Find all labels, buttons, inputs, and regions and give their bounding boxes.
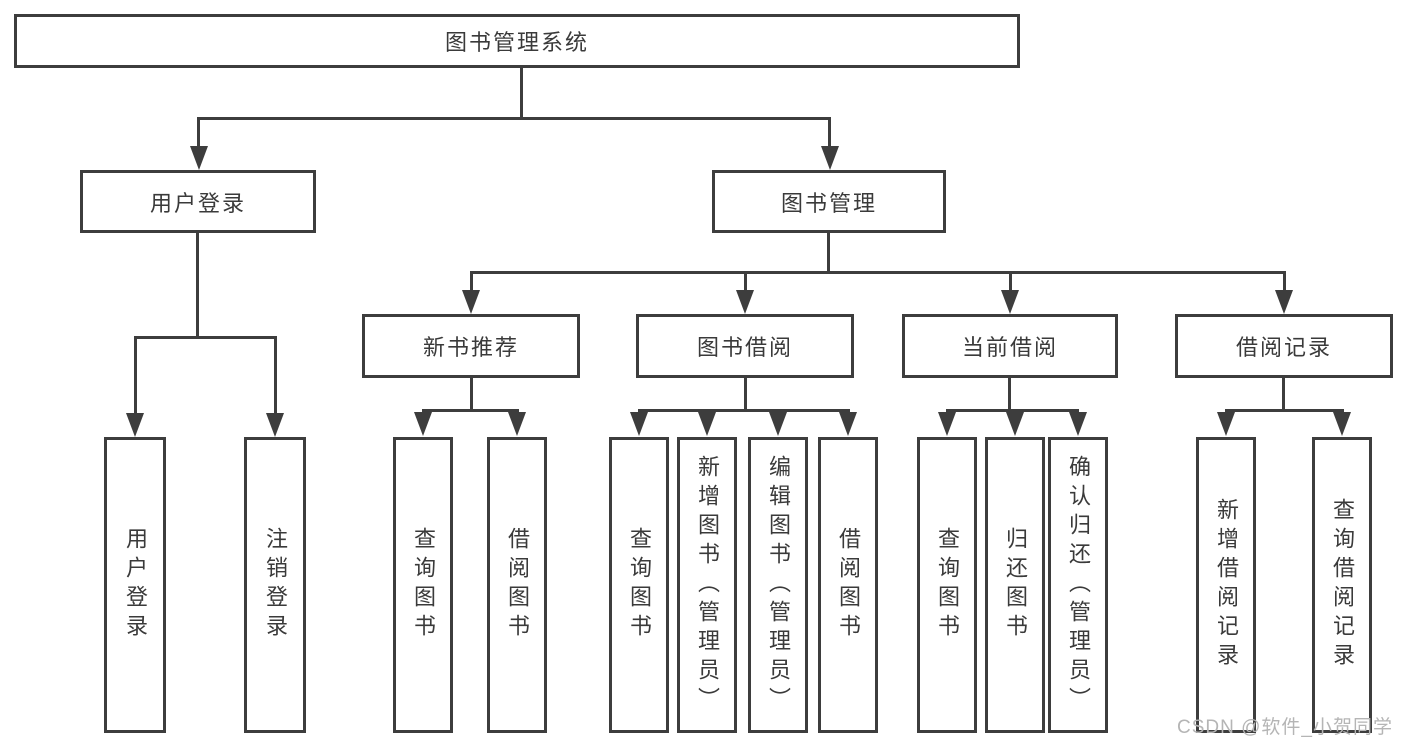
connector-line: [1283, 271, 1286, 290]
arrowhead-down-icon: [736, 290, 754, 314]
node-label: 借阅图书: [505, 527, 530, 643]
leaf-borrow-books-recommend: 借阅图书: [487, 437, 547, 733]
arrowhead-down-icon: [1001, 290, 1019, 314]
node-label: 用户登录: [123, 527, 148, 643]
arrowhead-down-icon: [126, 413, 144, 437]
leaf-query-books-borrowing: 查询图书: [609, 437, 669, 733]
node-label: 编辑图书（管理员）: [766, 454, 791, 716]
connector-line: [520, 68, 523, 118]
arrowhead-down-icon: [508, 412, 526, 436]
connector-line: [196, 233, 199, 337]
node-label: 查询图书: [411, 527, 436, 643]
node-label: 借阅图书: [836, 527, 861, 643]
node-label: 用户登录: [149, 190, 246, 216]
arrowhead-down-icon: [1006, 412, 1024, 436]
node-label: 查询借阅记录: [1330, 498, 1355, 672]
connector-line: [134, 336, 137, 413]
node-label: 借阅记录: [1235, 335, 1332, 360]
leaf-user-login: 用户登录: [104, 437, 166, 733]
node-label: 注销登录: [263, 527, 288, 643]
connector-line: [422, 409, 519, 412]
connector-line: [828, 117, 831, 146]
leaf-add-borrow-record: 新增借阅记录: [1196, 437, 1256, 733]
connector-line: [197, 117, 831, 120]
arrowhead-down-icon: [938, 412, 956, 436]
node-label: 归还图书: [1003, 527, 1028, 643]
connector-line: [1282, 378, 1285, 411]
connector-line: [744, 271, 747, 290]
connector-line: [470, 378, 473, 411]
connector-line: [1009, 271, 1012, 290]
node-label: 当前借阅: [961, 335, 1058, 360]
connector-line: [1008, 378, 1011, 411]
leaf-query-books-recommend: 查询图书: [393, 437, 453, 733]
arrowhead-down-icon: [414, 412, 432, 436]
arrowhead-down-icon: [698, 412, 716, 436]
arrowhead-down-icon: [190, 146, 208, 170]
arrowhead-down-icon: [630, 412, 648, 436]
connector-line: [946, 409, 1079, 412]
node-label: 查询图书: [627, 527, 652, 643]
connector-line: [827, 233, 830, 272]
node-label: 新增借阅记录: [1214, 498, 1239, 672]
connector-line: [274, 336, 277, 413]
csdn-watermark: CSDN @软件_小贺同学: [1177, 717, 1393, 738]
leaf-edit-book-admin: 编辑图书（管理员）: [748, 437, 808, 733]
connector-line: [470, 271, 1285, 274]
connector-line: [744, 378, 747, 411]
leaf-return-book: 归还图书: [985, 437, 1045, 733]
node-library-management-system: 图书管理系统: [14, 14, 1020, 68]
node-label: 图书借阅: [696, 335, 793, 360]
connector-line: [638, 409, 850, 412]
arrowhead-down-icon: [839, 412, 857, 436]
leaf-logout: 注销登录: [244, 437, 306, 733]
node-label: 图书管理系统: [444, 30, 589, 55]
connector-line: [197, 117, 200, 146]
connector-line: [470, 271, 473, 290]
arrowhead-down-icon: [1217, 412, 1235, 436]
node-user-login: 用户登录: [80, 170, 316, 233]
node-book-management: 图书管理: [712, 170, 946, 233]
connector-line: [134, 336, 277, 339]
node-current-borrowing: 当前借阅: [902, 314, 1118, 378]
leaf-query-borrow-record: 查询借阅记录: [1312, 437, 1372, 733]
arrowhead-down-icon: [1333, 412, 1351, 436]
node-book-borrowing: 图书借阅: [636, 314, 854, 378]
arrowhead-down-icon: [462, 290, 480, 314]
node-new-book-recommend: 新书推荐: [362, 314, 580, 378]
arrowhead-down-icon: [266, 413, 284, 437]
arrowhead-down-icon: [769, 412, 787, 436]
arrowhead-down-icon: [1275, 290, 1293, 314]
leaf-query-books-current: 查询图书: [917, 437, 977, 733]
node-borrowing-records: 借阅记录: [1175, 314, 1393, 378]
node-label: 确认归还（管理员）: [1066, 454, 1091, 716]
arrowhead-down-icon: [1069, 412, 1087, 436]
arrowhead-down-icon: [821, 146, 839, 170]
leaf-borrow-books-borrowing: 借阅图书: [818, 437, 878, 733]
leaf-add-book-admin: 新增图书（管理员）: [677, 437, 737, 733]
node-label: 查询图书: [935, 527, 960, 643]
node-label: 图书管理: [780, 190, 877, 216]
node-label: 新书推荐: [422, 335, 519, 360]
leaf-confirm-return-admin: 确认归还（管理员）: [1048, 437, 1108, 733]
node-label: 新增图书（管理员）: [695, 454, 720, 716]
connector-line: [1225, 409, 1344, 412]
